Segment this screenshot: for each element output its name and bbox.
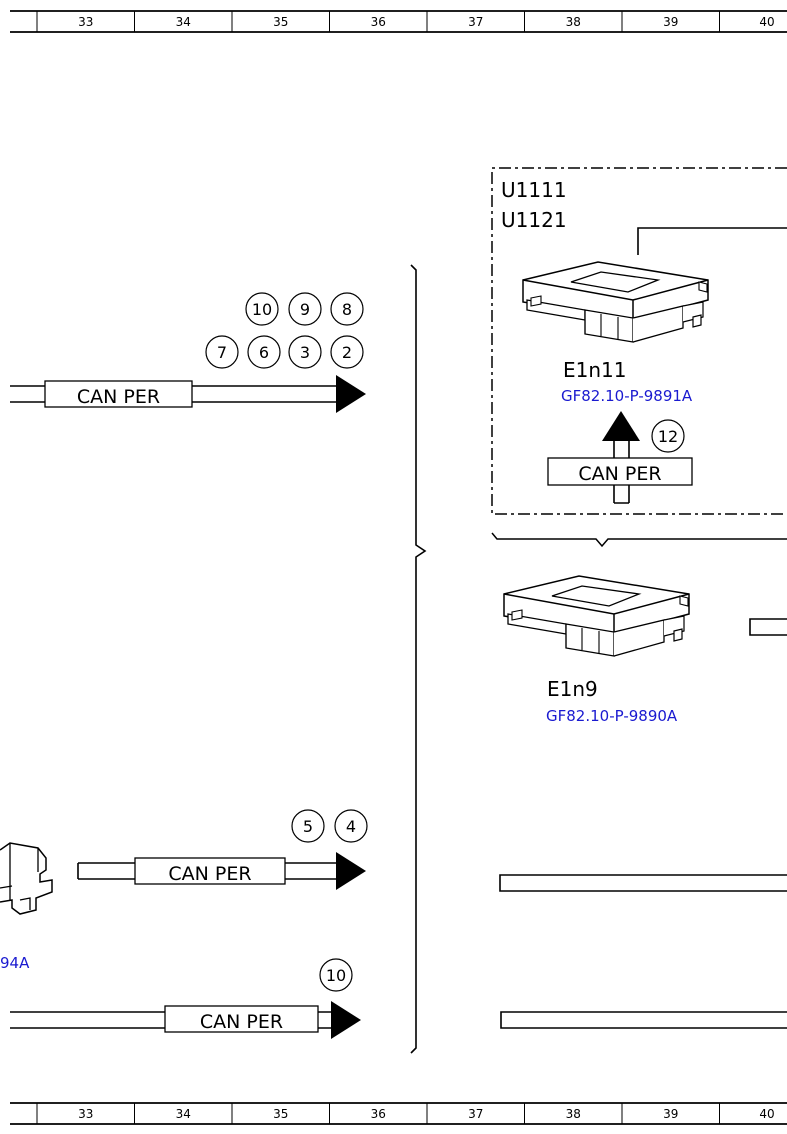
- arrow-right-icon: [336, 852, 366, 890]
- module-name: E1n11: [563, 358, 627, 382]
- marker-circle[interactable]: 9: [288, 292, 322, 326]
- reference-markers-lower: 10: [319, 958, 353, 992]
- ruler-column-number: 35: [273, 1107, 288, 1121]
- marker-circle[interactable]: 10: [319, 958, 353, 992]
- ruler-column-number: 40: [759, 15, 774, 29]
- ruler-column-number: 36: [371, 1107, 386, 1121]
- svg-text:12: 12: [658, 427, 678, 446]
- bus-bracket: [410, 264, 427, 1054]
- module-link[interactable]: GF82.10-P-9890A: [546, 707, 678, 725]
- svg-text:6: 6: [259, 343, 269, 362]
- svg-text:4: 4: [346, 817, 356, 836]
- module-name: E1n9: [547, 677, 598, 701]
- arrow-up-icon: [602, 411, 640, 441]
- ruler-column-number: 39: [663, 1107, 678, 1121]
- bus-label: CAN PER: [77, 386, 160, 408]
- connector-stub: [749, 618, 787, 636]
- ruler-column-number: 35: [273, 15, 288, 29]
- bus-stub-right-middle: [499, 874, 787, 892]
- ruler-column-number: 37: [468, 15, 483, 29]
- partial-module-link[interactable]: 94A: [0, 954, 30, 972]
- ruler-column-number: 39: [663, 15, 678, 29]
- svg-text:7: 7: [217, 343, 227, 362]
- ruler-column-number: 38: [566, 15, 581, 29]
- arrow-right-icon: [331, 1001, 361, 1039]
- ruler-column-number: 36: [371, 15, 386, 29]
- ecu-module-e1n11[interactable]: [522, 261, 709, 343]
- reference-markers-middle: 5 4: [291, 809, 368, 843]
- control-unit-group: U1111 U1121 E1n11 GF82.10-P-9891A CAN PE…: [491, 167, 787, 515]
- ruler-frame: [10, 10, 787, 33]
- ruler-column-number: 33: [78, 1107, 93, 1121]
- svg-text:9: 9: [300, 300, 310, 319]
- ruler-column-number: 33: [78, 15, 93, 29]
- ruler-column-number: 38: [566, 1107, 581, 1121]
- group-line: U1121: [501, 208, 567, 232]
- can-per-bus-lower: CAN PER: [10, 1001, 361, 1039]
- marker-circle[interactable]: 10: [245, 292, 279, 326]
- can-per-bus-upper: CAN PER: [10, 375, 366, 413]
- ruler-column-number: 40: [759, 1107, 774, 1121]
- marker-circle[interactable]: 6: [247, 335, 281, 369]
- bus-label: CAN PER: [578, 463, 661, 485]
- svg-text:3: 3: [300, 343, 310, 362]
- marker-circle[interactable]: 5: [291, 809, 325, 843]
- marker-circle[interactable]: 3: [288, 335, 322, 369]
- group-line: U1111: [501, 178, 567, 202]
- bus-stub-right-lower: [500, 1011, 787, 1029]
- svg-text:10: 10: [326, 966, 346, 985]
- arrow-right-icon: [336, 375, 366, 413]
- ecu-module-e1n9[interactable]: [503, 575, 690, 657]
- ruler-column-number: 34: [176, 15, 191, 29]
- column-ruler-bottom: 33 34 35 36 37 38 39 40: [10, 1102, 787, 1125]
- svg-text:2: 2: [342, 343, 352, 362]
- can-per-bus-middle: CAN PER: [77, 852, 366, 890]
- svg-text:10: 10: [252, 300, 272, 319]
- bus-label: CAN PER: [168, 863, 251, 885]
- marker-circle[interactable]: 4: [334, 809, 368, 843]
- marker-circle[interactable]: 7: [205, 335, 239, 369]
- marker-circle[interactable]: 2: [330, 335, 364, 369]
- ruler-column-number: 37: [468, 1107, 483, 1121]
- svg-text:5: 5: [303, 817, 313, 836]
- reference-markers-upper: 10 9 8 7 6 3 2: [205, 292, 364, 369]
- group-brace: [491, 532, 787, 548]
- svg-text:8: 8: [342, 300, 352, 319]
- ruler-column-number: 34: [176, 1107, 191, 1121]
- marker-circle[interactable]: 8: [330, 292, 364, 326]
- module-link[interactable]: GF82.10-P-9891A: [561, 387, 693, 405]
- marker-circle[interactable]: 12: [651, 419, 685, 453]
- partial-ecu-module: [0, 842, 53, 915]
- column-ruler-top: 33 34 35 36 37 38 39 40: [10, 10, 787, 33]
- ruler-frame: [10, 1102, 787, 1125]
- bus-label: CAN PER: [200, 1011, 283, 1033]
